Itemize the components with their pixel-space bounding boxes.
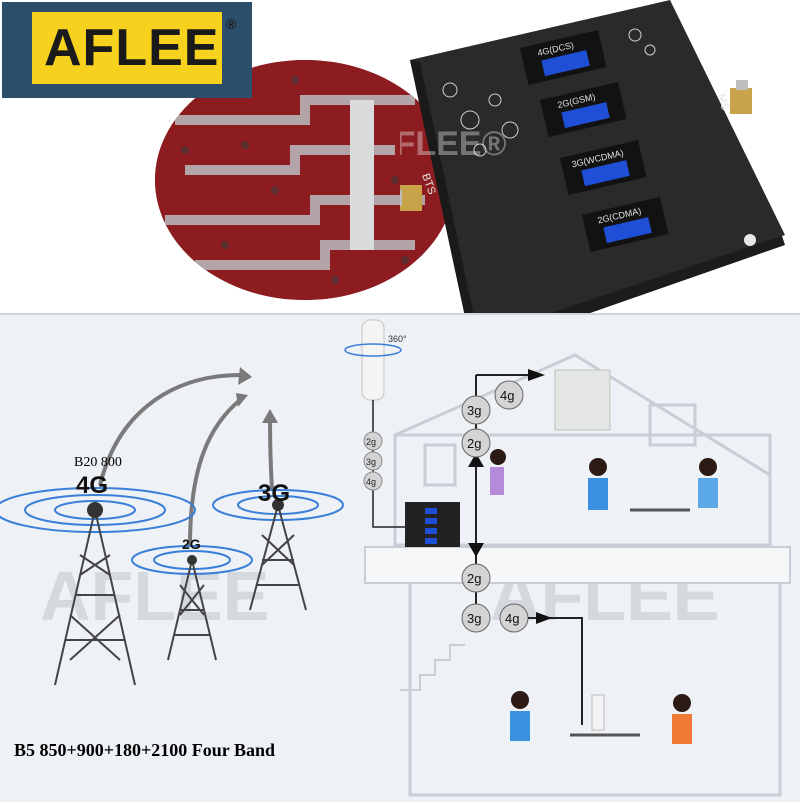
tower-4g-label: 4G: [76, 472, 109, 499]
installation-diagram: AFLEE AFLEE: [0, 313, 800, 802]
house-lower-2g: 2g: [467, 571, 481, 586]
house-upper-chain: 4g 3g 2g: [461, 380, 524, 458]
brand-logo: AFLEE ®: [2, 2, 252, 98]
outdoor-antenna: [344, 319, 402, 401]
installation-diagram-svg: AFLEE AFLEE: [0, 319, 791, 797]
house-upper-3g: 3g: [467, 403, 481, 418]
tower-3g-label: 3G: [258, 480, 291, 507]
band-caption: B5 850+900+180+2100 Four Band: [14, 740, 275, 760]
house-upper-4g: 4g: [500, 388, 514, 403]
chain-upper-3: 4g: [366, 477, 376, 487]
pcb-closeup-image: [155, 60, 455, 300]
house-lower-3g: 3g: [467, 611, 481, 626]
product-photo-area: AFLEE ® 4G(DCS) 2G(G: [0, 0, 800, 355]
chain-upper-2: 3g: [366, 457, 376, 467]
house-lower-chain: 2g 3g 4g: [461, 563, 529, 633]
house-lower-4g: 4g: [505, 611, 519, 626]
stairs: [400, 644, 465, 691]
registered-mark: ®: [226, 16, 237, 32]
people-downstairs: [510, 691, 692, 744]
signal-rings: [0, 487, 344, 575]
signal-repeater-device: 4G(DCS) 2G(GSM) 3G(WCDMA) 2G(CDMA): [400, 0, 785, 355]
device-screens: 4G(DCS) 2G(GSM) 3G(WCDMA) 2G(CDMA): [520, 30, 669, 253]
ms-port-label: MS: [715, 93, 731, 112]
indoor-panel-antenna: [554, 369, 611, 431]
band-label: B20 800: [74, 455, 122, 470]
cell-towers: [54, 504, 307, 686]
chain-upper-1: 2g: [366, 437, 376, 447]
people-upstairs: [490, 449, 718, 512]
antenna-chain: 2g 3g 4g: [363, 431, 383, 491]
bts-connector: [400, 185, 422, 211]
ms-connector: [730, 80, 752, 114]
brand-logo-text: AFLEE: [44, 19, 220, 77]
signal-arrows: [98, 373, 274, 546]
device-watermark: AFLEE®: [400, 125, 507, 163]
tower-2g-label: 2G: [182, 536, 201, 552]
house-upper-2g: 2g: [467, 436, 481, 451]
antenna-rotation-label: 360°: [388, 334, 407, 344]
